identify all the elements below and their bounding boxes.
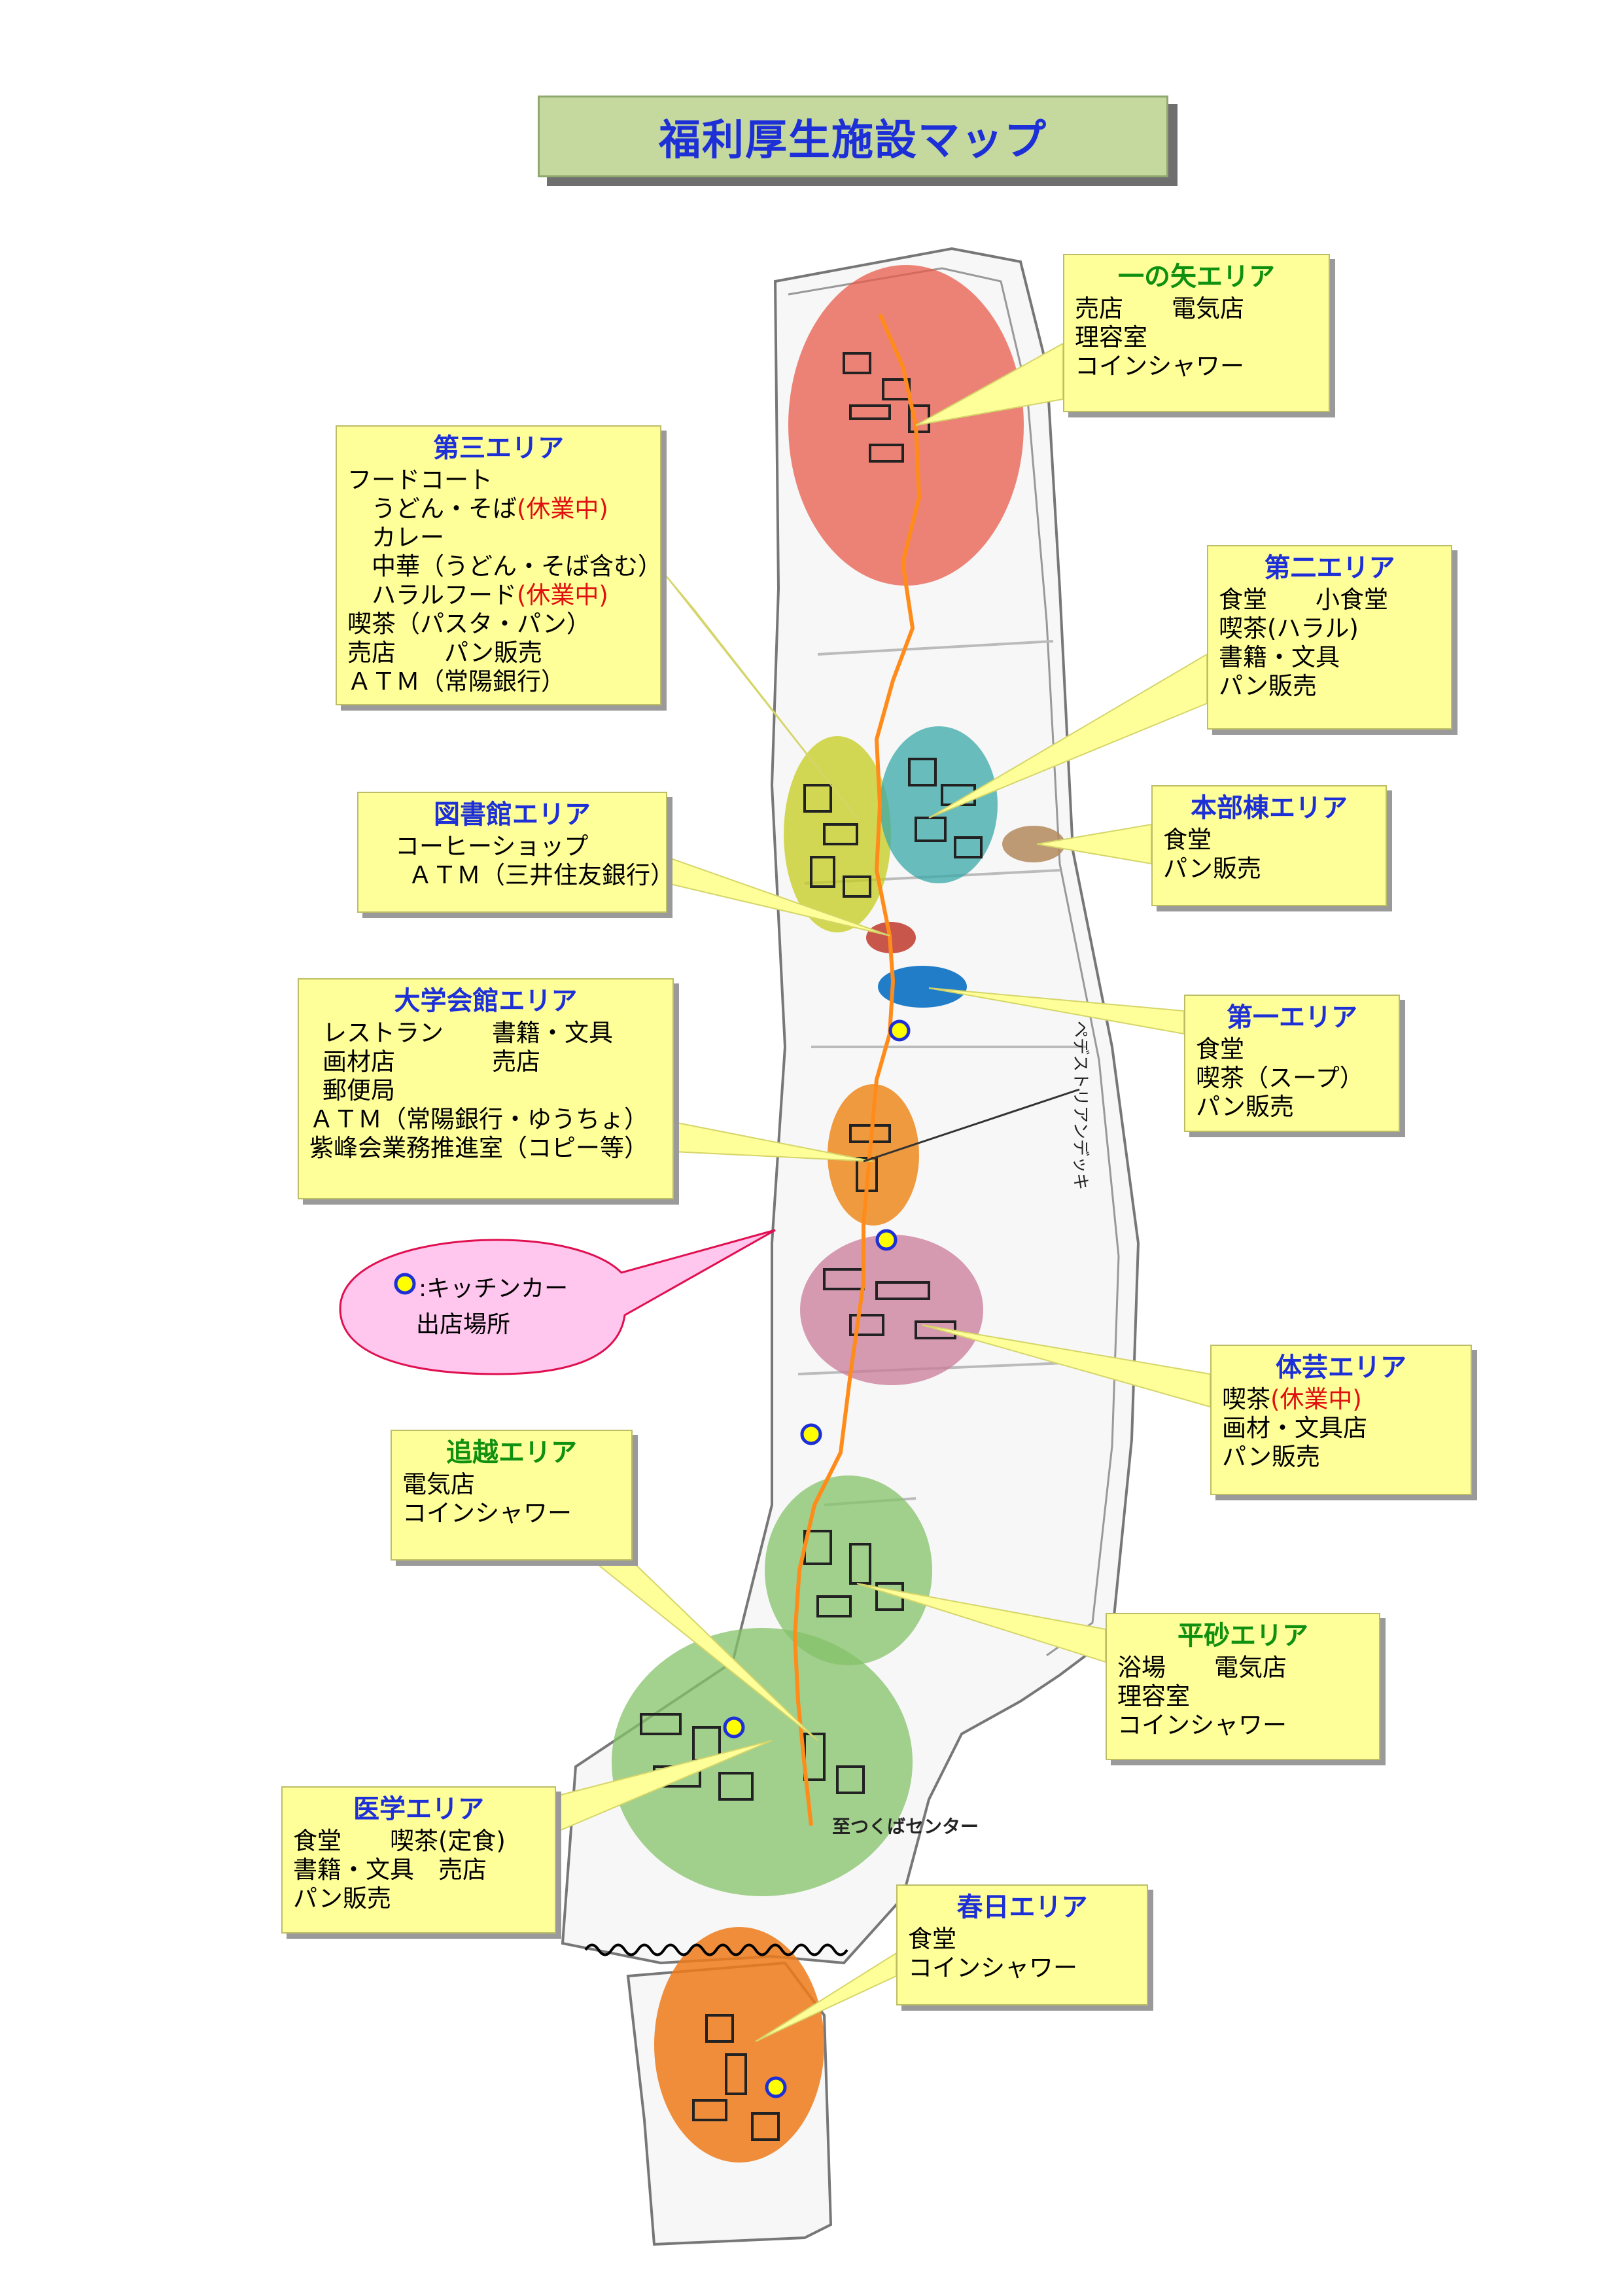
legend-marker-icon [394,1273,416,1295]
kaikan-area-circle [828,1084,919,1226]
kitchen-car-marker [800,1423,822,1445]
facility-line: 理容室 [1075,323,1147,351]
honbu-callout: 本部棟エリア 食堂 パン販売 [1151,785,1387,906]
kitchen-car-marker [875,1229,898,1251]
pointer-toshokan [667,856,890,936]
facility-line: パン販売 [1219,672,1317,700]
facility-line: カレー [347,523,444,552]
area-name: 平砂エリア [1178,1621,1308,1651]
facility-line: コインシャワー [1117,1711,1287,1739]
kaikan-callout: 大学会館エリア レストラン 書籍・文具 画材店 売店 郵便局 ＡＴＭ（常陽銀行・… [298,978,674,1199]
area-name: 体芸エリア [1276,1352,1406,1383]
area-name: 第三エリア [433,433,564,463]
taigei-callout: 体芸エリア 喫茶(休業中) 画材・文具店 パン販売 [1210,1345,1472,1495]
taigei-area-circle [800,1235,983,1385]
honbu-area-circle [1002,826,1065,862]
wavy-divider [584,1943,848,1956]
daini-callout: 第二エリア 食堂 小食堂 喫茶(ハラル) 書籍・文具 パン販売 [1207,545,1452,730]
area-name: 第一エリア [1227,1002,1357,1033]
oikoshi-callout: 追越エリア 電気店 コインシャワー [391,1430,633,1561]
daisan-callout: 第三エリア フードコート うどん・そば(休業中) カレー 中華（うどん・そば含む… [336,425,662,705]
facility-line: 売店 電気店 [1075,294,1244,323]
facility-line: 浴場 電気店 [1117,1653,1287,1682]
facility-line: 食堂 [1163,826,1212,854]
closed-note: (休業中) [517,495,608,523]
facility-line: 喫茶(休業中) [1222,1385,1362,1413]
facility-line: パン販売 [1222,1443,1320,1471]
facility-line: パン販売 [293,1884,391,1913]
daiichi-callout: 第一エリア 食堂 喫茶（スープ） パン販売 [1184,995,1400,1132]
facility-line: 喫茶(ハラル) [1219,614,1359,643]
facility-line: 中華（うどん・そば含む） [347,552,662,580]
kitchen-car-marker [723,1716,745,1739]
kasuga-callout: 春日エリア 食堂 コインシャワー [896,1884,1148,2005]
pointer-daisan [660,569,858,819]
daiichi-area-circle [878,966,967,1008]
facility-line: 食堂 小食堂 [1219,586,1388,614]
facility-line: フードコート [347,466,493,494]
facility-line: 画材店 売店 [323,1048,540,1076]
kasuga-area-circle [654,1927,824,2163]
facility-line: ＡＴＭ（常陽銀行） [347,667,565,696]
facility-line: コインシャワー [908,1954,1077,1982]
facility-line: ハラルフード(休業中) [347,581,608,609]
area-name: 本部棟エリア [1191,793,1348,823]
ichinoya-callout: 一の矢エリア 売店 電気店 理容室 コインシャワー [1063,254,1330,412]
kitchen-car-legend-bubble [339,1229,776,1375]
facility-line: ＡＴＭ（三井住友銀行） [408,861,674,889]
facility-line: コーヒーショップ [395,832,589,860]
deck-pointer-line [863,1088,1080,1163]
facility-line: コインシャワー [1075,352,1244,380]
facility-line: 紫峰会業務推進室（コピー等） [309,1134,648,1162]
pointer-kaikan [673,1121,874,1162]
area-name: 図書館エリア [434,800,591,830]
area-name: 第二エリア [1264,553,1395,583]
area-name: 医学エリア [353,1794,484,1824]
closed-note: (休業中) [517,581,608,609]
facility-line: 画材・文具店 [1222,1414,1367,1442]
facility-line: 書籍・文具 [1219,643,1340,671]
facility-line: 喫茶（パスタ・パン） [347,610,591,638]
campus-outline-inner [788,267,1120,1657]
area-name: 一の矢エリア [1118,262,1275,292]
closed-note: (休業中) [1270,1385,1362,1413]
facility-line: ＡＴＭ（常陽銀行・ゆうちょ） [309,1105,648,1133]
facility-line: パン販売 [1163,855,1261,883]
legend-line-1: :キッチンカー [419,1275,568,1302]
facility-line: 電気店 [402,1470,475,1498]
igaku-area-circle [612,1628,913,1896]
facility-line: 書籍・文具 売店 [293,1856,487,1884]
ichinoya-area-circle [788,265,1024,586]
facility-line: 食堂 [908,1925,956,1953]
toshokan-callout: 図書館エリア コーヒーショップ ＡＴＭ（三井住友銀行） [357,792,674,913]
kitchen-car-marker [765,2076,787,2098]
facility-line: 理容室 [1117,1682,1190,1710]
hirasuna-callout: 平砂エリア 浴場 電気店 理容室 コインシャワー [1106,1613,1380,1760]
callout-pointers [555,342,1211,2042]
pedestrian-deck-label: ペデストリアンデッキ [1070,1021,1090,1190]
facility-line: レストラン 書籍・文具 [323,1019,613,1047]
kitchen-car-marker [888,1019,911,1042]
area-name: 春日エリア [956,1892,1088,1922]
daisan-area-circle [784,736,891,932]
facility-line: 食堂 [1196,1035,1244,1063]
daini-area-circle [880,726,998,883]
facility-line: うどん・そば(休業中) [347,495,608,523]
facility-line: パン販売 [1196,1093,1294,1121]
legend-line-2: 出店場所 [416,1311,511,1338]
area-name: 大学会館エリア [394,986,578,1016]
facility-line: 郵便局 [323,1076,395,1104]
area-name: 追越エリア [446,1438,577,1468]
facility-line: 売店 パン販売 [347,639,542,667]
facility-line: 喫茶（スープ） [1196,1064,1364,1092]
hirasuna-area-circle [765,1475,932,1665]
facility-line: 食堂 喫茶(定食) [293,1827,506,1855]
igaku-callout: 医学エリア 食堂 喫茶(定食) 書籍・文具 売店 パン販売 [281,1786,556,1934]
to-center-label: 至つくばセンター [832,1816,979,1837]
page-title: 福利厚生施設マップ [538,96,1168,177]
facility-line: コインシャワー [402,1499,572,1527]
pointer-igaku [555,1740,773,1833]
kitchen-car-markers [723,1019,911,2098]
